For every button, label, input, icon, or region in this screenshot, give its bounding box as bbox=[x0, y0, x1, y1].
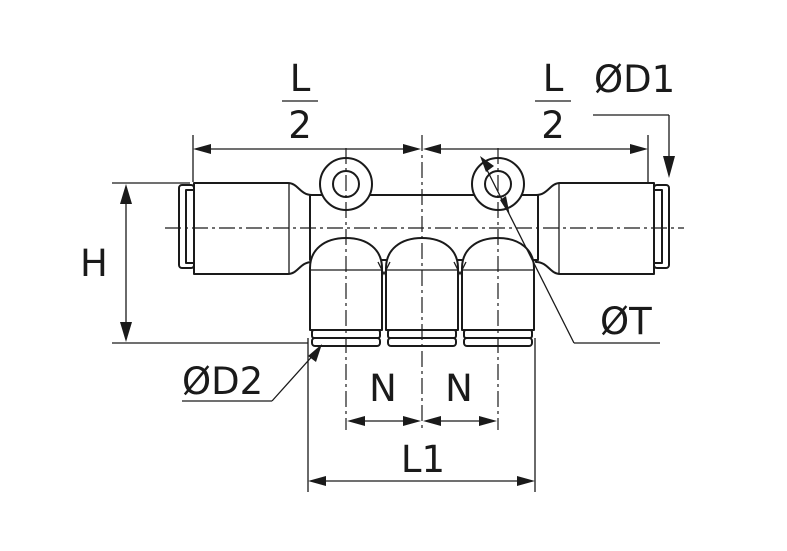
branch-diameter-label: ØD2 bbox=[182, 360, 263, 403]
dimension-tube-diameter: ØD1 bbox=[593, 58, 675, 178]
half-length-right-numerator: L bbox=[543, 57, 564, 100]
fitting-body bbox=[178, 157, 670, 347]
half-length-right-denominator: 2 bbox=[541, 104, 565, 147]
branch-pitch-right-label: N bbox=[445, 367, 473, 410]
dimension-branch-diameter: ØD2 bbox=[182, 344, 322, 403]
dimension-half-length-right: L 2 bbox=[423, 57, 648, 154]
height-label: H bbox=[80, 242, 108, 285]
half-length-left-denominator: 2 bbox=[288, 104, 312, 147]
dimension-mounting-hole: ØT bbox=[480, 156, 660, 344]
branch-length-label: L1 bbox=[401, 438, 445, 481]
dimension-half-length-left: L 2 bbox=[193, 57, 421, 154]
port-notch-left bbox=[377, 261, 391, 276]
left-collet-ring bbox=[185, 189, 195, 264]
right-sleeve bbox=[535, 182, 655, 275]
port-notch-right bbox=[453, 261, 467, 276]
right-collet-ring bbox=[653, 189, 663, 264]
dimension-branch-length: L1 bbox=[308, 438, 535, 486]
extension-lines bbox=[112, 135, 649, 492]
branch-pitch-left-label: N bbox=[369, 367, 397, 410]
tube-diameter-label: ØD1 bbox=[594, 58, 675, 101]
half-length-left-numerator: L bbox=[290, 57, 311, 100]
mounting-hole-label: ØT bbox=[600, 300, 652, 343]
center-lines bbox=[165, 135, 684, 430]
dimension-height: H bbox=[80, 184, 132, 342]
dimension-branch-pitch: N N bbox=[347, 367, 497, 426]
